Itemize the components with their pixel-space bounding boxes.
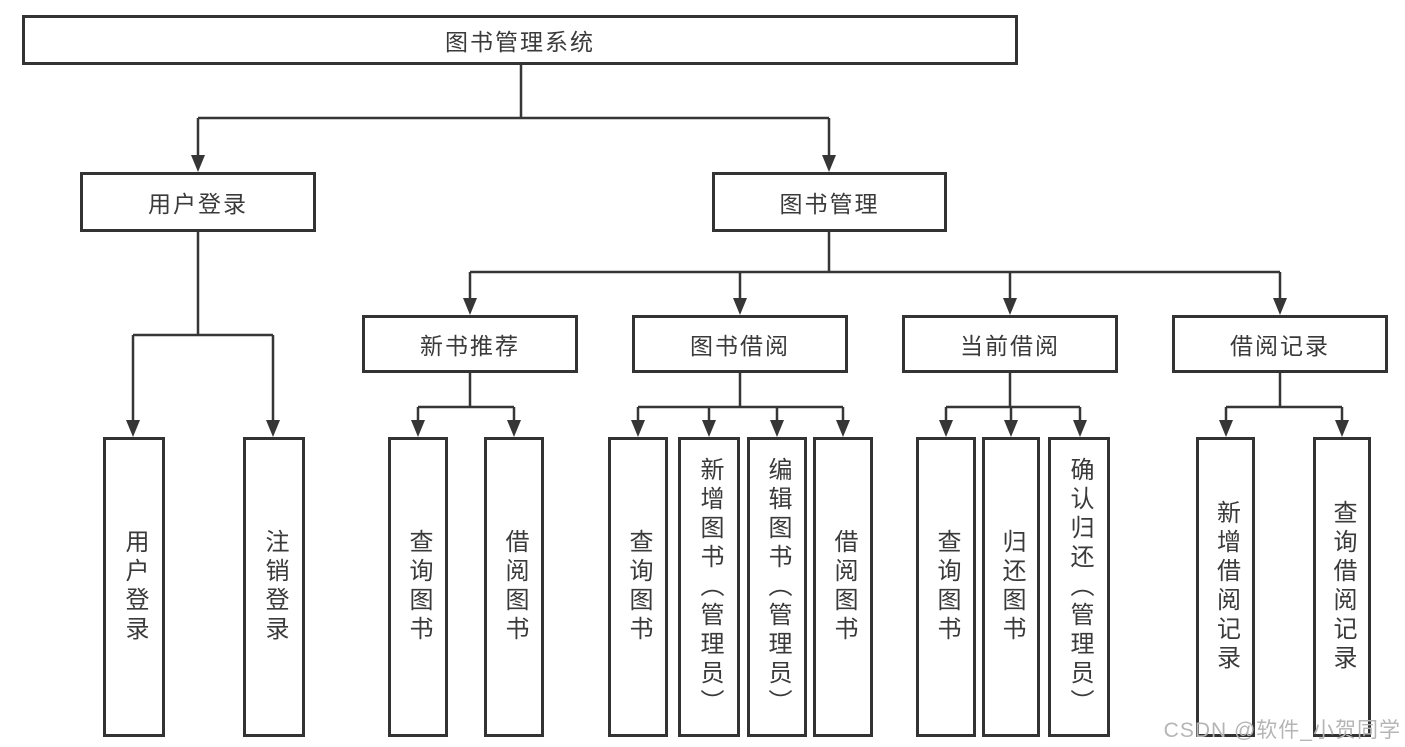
connector-user-login	[131, 232, 275, 421]
leaf-label: 用户登录	[121, 529, 148, 645]
node-library-management-system: 图书管理系统	[22, 15, 1018, 65]
leaf-label: 确认归还（管理员）	[1066, 456, 1093, 718]
leaf-edit-book-admin: 编辑图书（管理员）	[747, 437, 807, 737]
connector-book-borrow	[636, 373, 845, 421]
node-book-management: 图书管理	[712, 172, 947, 232]
node-label: 图书管理	[779, 191, 880, 217]
leaf-add-borrow-record: 新增借阅记录	[1196, 437, 1255, 737]
node-user-login: 用户登录	[80, 172, 316, 232]
arrowhead-icon	[1335, 420, 1349, 437]
leaf-borrow-books: 借阅图书	[484, 437, 544, 737]
node-current-borrowing: 当前借阅	[902, 315, 1118, 373]
leaf-label: 归还图书	[998, 529, 1025, 645]
arrowhead-icon	[702, 420, 716, 437]
arrowhead-icon	[822, 155, 836, 172]
leaf-label: 查询图书	[933, 529, 960, 645]
leaf-user-login: 用户登录	[103, 437, 165, 737]
connector-root	[196, 65, 831, 156]
node-book-borrowing: 图书借阅	[632, 315, 848, 373]
node-label: 借阅记录	[1230, 333, 1330, 359]
connector-cur-borrow	[944, 373, 1082, 421]
watermark: CSDN @软件_小贺同学	[1163, 719, 1401, 742]
leaf-confirm-return-admin: 确认归还（管理员）	[1048, 437, 1110, 737]
arrowhead-icon	[463, 298, 477, 315]
node-label: 图书管理系统	[445, 29, 595, 55]
connector-borrow-rec	[1224, 373, 1344, 421]
leaf-label: 查询图书	[625, 529, 652, 645]
connector-book-mgmt	[468, 232, 1282, 299]
leaf-query-books: 查询图书	[608, 437, 668, 737]
arrowhead-icon	[126, 420, 140, 437]
node-borrowing-records: 借阅记录	[1172, 315, 1388, 373]
leaf-borrow-books: 借阅图书	[813, 437, 873, 737]
arrowhead-icon	[266, 420, 280, 437]
leaf-label: 注销登录	[261, 529, 288, 645]
leaf-label: 新增借阅记录	[1212, 500, 1240, 674]
leaf-query-books: 查询图书	[916, 437, 976, 737]
connector-new-book	[416, 373, 516, 421]
leaf-label: 查询图书	[405, 529, 432, 645]
leaf-label: 借阅图书	[830, 529, 857, 645]
arrowhead-icon	[1073, 420, 1087, 437]
leaf-add-book-admin: 新增图书（管理员）	[678, 437, 740, 737]
leaf-query-books: 查询图书	[388, 437, 448, 737]
node-label: 当前借阅	[960, 333, 1060, 359]
leaf-return-books: 归还图书	[982, 437, 1040, 737]
arrowhead-icon	[939, 420, 953, 437]
node-label: 用户登录	[148, 191, 248, 217]
leaf-query-borrow-record: 查询借阅记录	[1313, 437, 1371, 737]
arrowhead-icon	[1273, 298, 1287, 315]
node-new-book-recommendation: 新书推荐	[362, 315, 578, 373]
node-label: 新书推荐	[420, 333, 520, 359]
arrowhead-icon	[507, 420, 521, 437]
arrowhead-icon	[836, 420, 850, 437]
arrowhead-icon	[1003, 298, 1017, 315]
arrowhead-icon	[770, 420, 784, 437]
arrowhead-icon	[411, 420, 425, 437]
node-label: 图书借阅	[690, 333, 790, 359]
leaf-label: 借阅图书	[501, 529, 528, 645]
leaf-label: 编辑图书（管理员）	[764, 456, 791, 718]
arrowhead-icon	[631, 420, 645, 437]
arrowhead-icon	[733, 298, 747, 315]
arrowhead-icon	[1004, 420, 1018, 437]
arrowhead-icon	[1219, 420, 1233, 437]
leaf-label: 新增图书（管理员）	[696, 456, 723, 718]
leaf-label: 查询借阅记录	[1329, 500, 1356, 674]
leaf-logout: 注销登录	[243, 437, 305, 737]
arrowhead-icon	[191, 155, 205, 172]
